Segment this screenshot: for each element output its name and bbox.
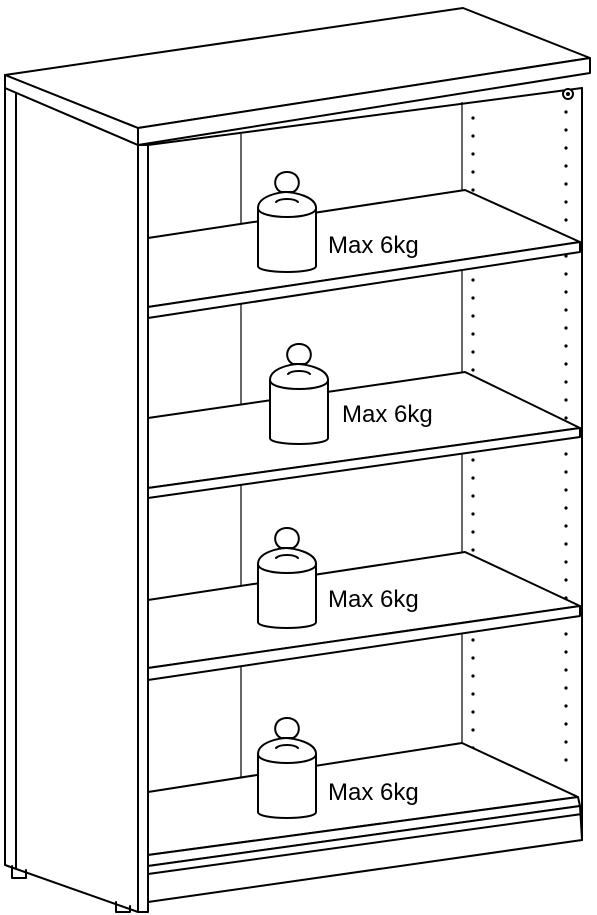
shelf-pin-hole [564, 362, 568, 366]
shelf-pin-hole [471, 512, 475, 516]
shelf-pin-hole [471, 152, 475, 156]
shelf-pin-hole [564, 452, 568, 456]
max-load-label: Max 6kg [328, 586, 419, 613]
shelf-pin-hole [564, 632, 568, 636]
plinth-top-edge [147, 813, 583, 875]
front-left-foot [115, 901, 131, 913]
shelf-pin-hole [564, 218, 568, 222]
shelf-pin-hole [564, 560, 568, 564]
shelf-1 [147, 189, 581, 319]
shelf-pin-hole [564, 380, 568, 384]
shelf-pin-hole [564, 668, 568, 672]
shelf-pin-hole [564, 398, 568, 402]
shelf-pin-hole [564, 416, 568, 420]
shelf-pin-hole [564, 542, 568, 546]
shelf-pin-hole [564, 506, 568, 510]
shelf-pin-hole [564, 524, 568, 528]
shelf-pin-hole [471, 368, 475, 372]
shelf-pin-hole [564, 164, 568, 168]
shelf-pin-hole [564, 146, 568, 150]
weight-icon [269, 343, 329, 445]
shelf-pin-hole [471, 494, 475, 498]
shelf-pin-hole [471, 350, 475, 354]
max-load-label: Max 6kg [328, 232, 419, 259]
shelf-pin-hole [564, 740, 568, 744]
shelf-pin-hole [564, 290, 568, 294]
shelf-pin-hole [564, 200, 568, 204]
shelf-pin-hole [564, 758, 568, 762]
shelf-pin-hole [471, 548, 475, 552]
top-panel-side-edge [137, 57, 591, 146]
shelf-pin-hole [564, 308, 568, 312]
shelf-pin-hole [564, 704, 568, 708]
shelf-pin-hole [564, 110, 568, 114]
shelf-pin-hole [471, 134, 475, 138]
shelf-pin-hole [564, 722, 568, 726]
shelf-pin-hole [471, 170, 475, 174]
left-foot [11, 865, 27, 879]
shelf-pin-hole [471, 476, 475, 480]
shelf-pin-hole [471, 638, 475, 642]
shelf-pin-hole [471, 116, 475, 120]
shelf-pin-hole [471, 314, 475, 318]
cam-lock-center [566, 92, 570, 96]
shelf-pin-hole [471, 296, 475, 300]
left-side-panel [4, 87, 139, 913]
max-load-label: Max 6kg [328, 779, 419, 806]
shelf-pin-hole [564, 488, 568, 492]
shelf-pin-hole [471, 728, 475, 732]
shelf-pin-hole [471, 692, 475, 696]
shelf-pin-hole [564, 470, 568, 474]
shelf-pin-hole [471, 332, 475, 336]
weight-icon [257, 171, 317, 273]
shelf-3 [147, 551, 581, 681]
shelf-pin-hole [564, 650, 568, 654]
shelf-pin-hole [471, 674, 475, 678]
shelf-pin-hole [564, 128, 568, 132]
shelf-pin-hole [564, 326, 568, 330]
weight-icon [257, 527, 317, 629]
left-side-front-edge [137, 144, 149, 913]
shelf-pin-hole [564, 578, 568, 582]
shelf-pin-hole [471, 656, 475, 660]
shelf-pin-hole [471, 710, 475, 714]
shelf-pin-hole [564, 686, 568, 690]
shelf-pin-hole [564, 182, 568, 186]
shelf-pin-hole [471, 458, 475, 462]
shelf-pin-hole [471, 530, 475, 534]
shelf-pin-hole [564, 344, 568, 348]
weight-icon [257, 717, 317, 819]
shelf-pin-hole [471, 278, 475, 282]
shelf-pin-hole [564, 272, 568, 276]
shelf-pin-hole [471, 188, 475, 192]
max-load-label: Max 6kg [342, 401, 433, 428]
